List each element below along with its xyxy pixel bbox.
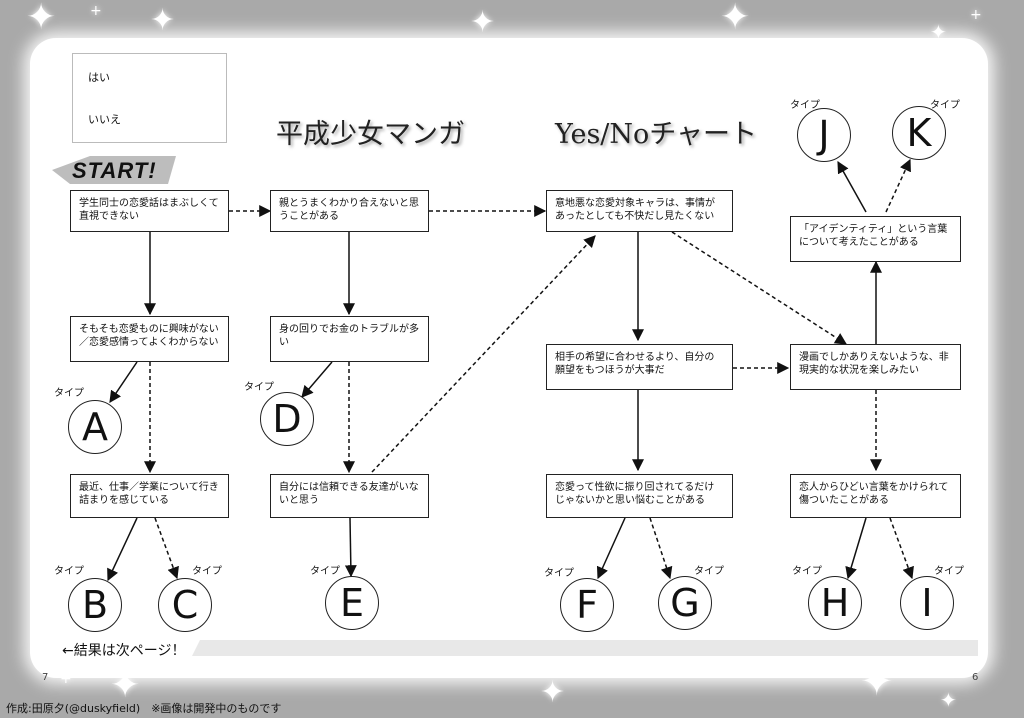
type-circle-c: C xyxy=(158,578,212,632)
sparkle-decoration: ✦ xyxy=(930,20,947,44)
type-circle-h: H xyxy=(808,576,862,630)
question-box-q3: 最近、仕事／学業について行き詰まりを感じている xyxy=(70,474,229,518)
type-label-g: タイプ xyxy=(694,566,724,577)
type-circle-e: E xyxy=(325,576,379,630)
type-label-j: タイプ xyxy=(790,100,820,111)
question-box-q4: 親とうまくわかり合えないと思うことがある xyxy=(270,190,429,232)
question-box-q1: 学生同士の恋愛話はまぶしくて直視できない xyxy=(70,190,229,232)
sparkle-decoration: ✦ xyxy=(540,675,566,710)
type-label-d: タイプ xyxy=(244,382,274,393)
type-label-k: タイプ xyxy=(930,100,960,111)
type-label-b: タイプ xyxy=(54,566,84,577)
question-box-q5: 身の回りでお金のトラブルが多い xyxy=(270,316,429,362)
question-box-q6: 自分には信頼できる友達がいないと思う xyxy=(270,474,429,518)
type-label-i: タイプ xyxy=(934,566,964,577)
type-label-f: タイプ xyxy=(544,568,574,579)
next-page-band xyxy=(192,640,978,656)
sparkle-decoration: ✦ xyxy=(940,688,957,712)
legend xyxy=(72,53,227,143)
sparkle-decoration: + xyxy=(970,7,982,23)
start-label: START! xyxy=(72,158,157,183)
legend-no-label: いいえ xyxy=(88,113,121,126)
sparkle-decoration: + xyxy=(60,671,72,687)
type-label-h: タイプ xyxy=(792,566,822,577)
question-box-q9: 恋愛って性欲に振り回されてるだけじゃないかと思い悩むことがある xyxy=(546,474,733,518)
page-number-right: 6 xyxy=(972,672,979,683)
sparkle-decoration: ✦ xyxy=(150,3,176,38)
type-label-e: タイプ xyxy=(310,566,340,577)
sparkle-decoration: + xyxy=(90,3,102,19)
question-box-q7: 意地悪な恋愛対象キャラは、事情があったとしても不快だし見たくない xyxy=(546,190,733,232)
type-label-a: タイプ xyxy=(54,388,84,399)
page-number-left: 7 xyxy=(42,672,49,683)
type-circle-g: G xyxy=(658,576,712,630)
sparkle-decoration: ✦ xyxy=(26,0,57,38)
type-circle-b: B xyxy=(68,578,122,632)
credit-text: 作成:田原夕(@duskyfield) ※画像は開発中のものです xyxy=(6,702,282,715)
type-circle-a: A xyxy=(68,400,122,454)
question-box-q11: 恋人からひどい言葉をかけられて傷ついたことがある xyxy=(790,474,961,518)
type-circle-f: F xyxy=(560,578,614,632)
question-box-q10: 漫画でしかありえないような、非現実的な状況を楽しみたい xyxy=(790,344,961,390)
next-page-note: ←結果は次ページ！ xyxy=(62,643,186,659)
sparkle-decoration: ✦ xyxy=(470,5,496,40)
chart-title-part1: 平成少女マンガ xyxy=(276,119,465,150)
question-box-q2: そもそも恋愛ものに興味がない／恋愛感情ってよくわからない xyxy=(70,316,229,362)
type-circle-k: K xyxy=(892,106,946,160)
type-circle-i: I xyxy=(900,576,954,630)
chart-title-part2: Yes/Noチャート xyxy=(555,119,758,150)
question-box-q12: 「アイデンティティ」という言葉について考えたことがある xyxy=(790,216,961,262)
type-circle-j: J xyxy=(797,108,851,162)
type-label-c: タイプ xyxy=(192,566,222,577)
question-box-q8: 相手の希望に合わせるより、自分の願望をもつほうが大事だ xyxy=(546,344,733,390)
type-circle-d: D xyxy=(260,392,314,446)
sparkle-decoration: ✦ xyxy=(720,0,751,38)
legend-yes-label: はい xyxy=(88,71,110,84)
start-banner-shape xyxy=(52,156,176,184)
